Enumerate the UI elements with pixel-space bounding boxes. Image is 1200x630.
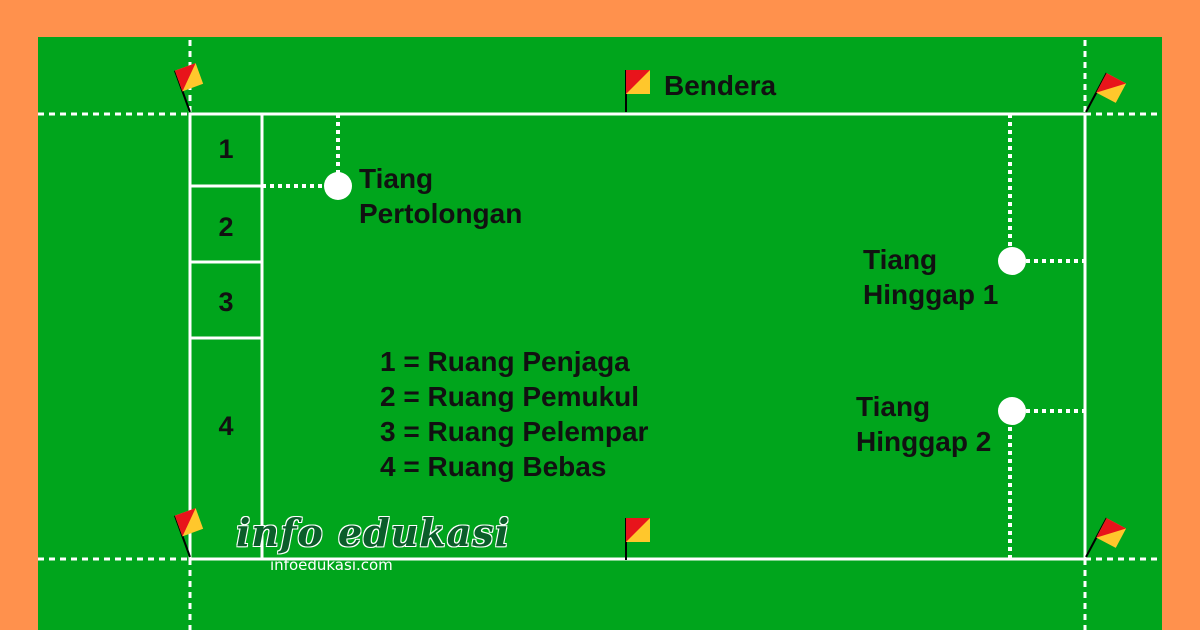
legend-item-1: 1 = Ruang Penjaga (380, 346, 630, 377)
zone-label-3: 3 (218, 287, 234, 317)
hinggap-post-2-label-line1: Tiang (856, 391, 931, 422)
hinggap-post-1-label-line2: Hinggap 1 (863, 279, 999, 310)
hinggap-post-2-label-line2: Hinggap 2 (856, 426, 992, 457)
playing-field (38, 37, 1162, 630)
zone-legend: 1 = Ruang Penjaga 2 = Ruang Pemukul 3 = … (380, 344, 648, 484)
flag-icon-top-center (625, 69, 651, 113)
flag-icon-top-left (174, 63, 204, 113)
flag-icon-bottom-left (174, 508, 204, 558)
zone-label-4: 4 (218, 411, 234, 441)
rescue-post-label-line2: Pertolongan (359, 198, 523, 229)
zone-label-1: 1 (218, 134, 234, 164)
watermark-url: infoedukasi.com (270, 556, 393, 574)
hinggap-post-2-marker (998, 397, 1026, 425)
legend-item-3: 3 = Ruang Pelempar (380, 416, 649, 447)
rescue-post-marker (324, 172, 352, 200)
legend-item-4: 4 = Ruang Bebas (380, 451, 607, 482)
watermark-logo: info edukasi (236, 510, 511, 555)
flag-icon-bottom-center (625, 517, 651, 561)
rescue-post-label-line1: Tiang (359, 163, 434, 194)
flag-label: Bendera (664, 70, 777, 101)
legend-item-2: 2 = Ruang Pemukul (380, 381, 640, 412)
hinggap-post-1-marker (998, 247, 1026, 275)
hinggap-post-1-label-line1: Tiang (863, 244, 938, 275)
field-boundary (188, 112, 1087, 561)
flag-icon-top-right (1085, 72, 1127, 113)
flag-icon-bottom-right (1085, 517, 1127, 558)
zone-label-2: 2 (218, 212, 234, 242)
